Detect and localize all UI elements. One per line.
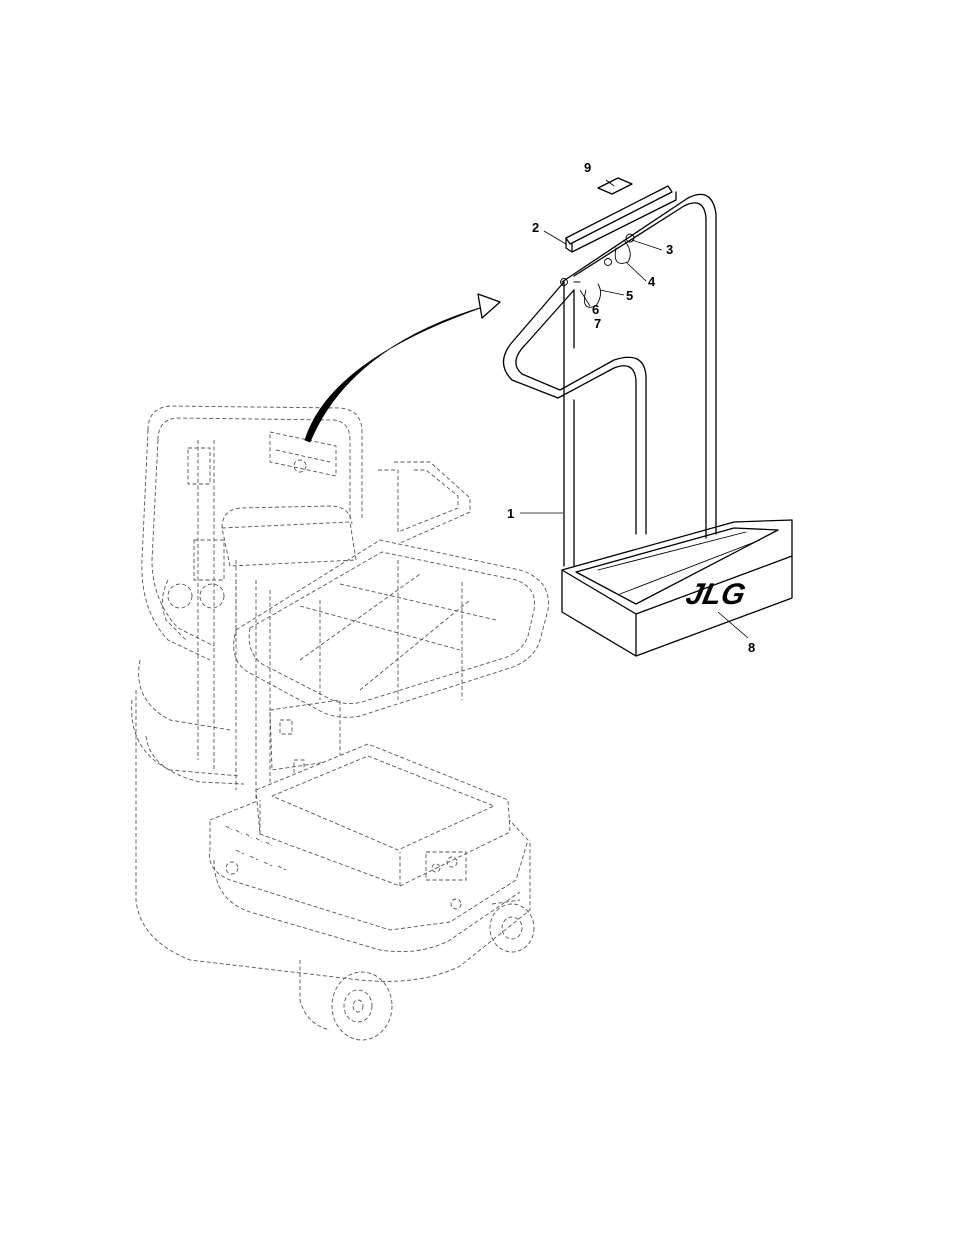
phantom-tray-frame [234,540,549,717]
logo-text: JLG [683,578,748,611]
leader-lines [520,180,748,638]
phantom-rear-rail [148,406,362,520]
tool-tray-assembly [503,178,792,656]
callout-8: 8 [748,640,755,655]
callout-4: 4 [648,274,656,289]
decal-plate [598,178,632,194]
callout-6: 6 [592,302,599,317]
phantom-rear-wheel [490,904,534,952]
callout-5: 5 [626,288,633,303]
phantom-bracket-location [270,432,336,476]
callout-7: 7 [594,316,601,331]
hook-hardware [615,240,630,263]
callout-9: 9 [584,160,591,175]
frame-tube-front [503,282,636,566]
top-bracket-channel [566,186,672,244]
phantom-front-wheel [332,972,392,1040]
callout-1: 1 [507,506,514,521]
jlg-logo: JLG [683,578,748,611]
callout-2: 2 [532,220,539,235]
phantom-lift-machine [132,406,549,1040]
callout-3: 3 [666,242,673,257]
